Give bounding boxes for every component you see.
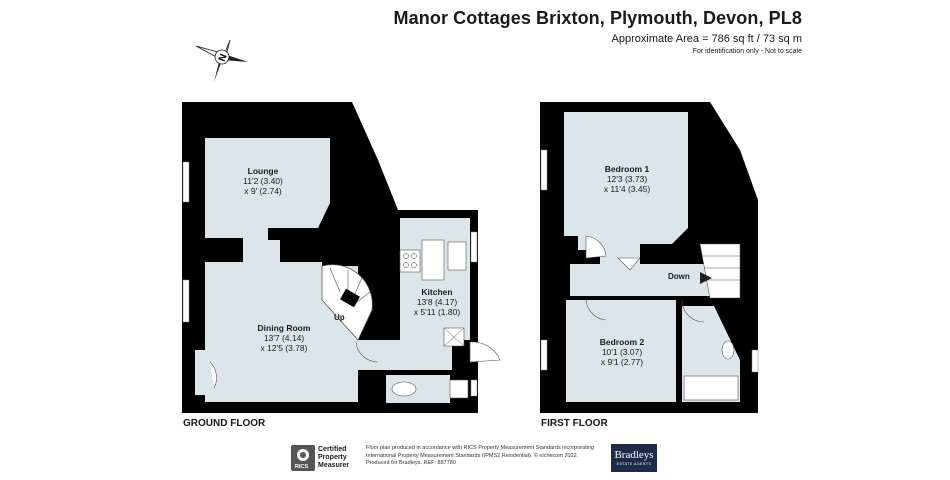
room-dimension: x 11'4 (3.45) [603, 184, 651, 194]
stair-down-label: Down [668, 272, 690, 281]
room-dimension: 10'1 (3.07) [601, 347, 643, 357]
footer-note: Floor plan produced in accordance with R… [366, 445, 594, 468]
room-name: Kitchen [421, 287, 453, 297]
compass-letter: N [217, 53, 230, 64]
room-dimension: x 9'1 (2.77) [600, 357, 644, 367]
room-dimension: 13'7 (4.14) [263, 333, 305, 343]
footer-note-line: International Property Measurement Stand… [366, 452, 579, 459]
room-dimension: x 12'5 (3.78) [260, 343, 308, 353]
stair-up-label: Up [334, 313, 345, 322]
room-dimension: 12'3 (3.73) [606, 174, 648, 184]
room-kitchen: Kitchen 13'8 (4.17) x 5'11 (1.80) [403, 287, 471, 317]
room-name: Dining Room [257, 323, 311, 333]
room-name: Bedroom 2 [599, 337, 645, 347]
room-name: Bedroom 1 [604, 164, 650, 174]
rics-line: Measurer [318, 462, 350, 469]
ground-floor-label: GROUND FLOOR [183, 418, 266, 429]
rics-certification: Certified Property Measurer [318, 446, 349, 470]
room-name: Lounge [247, 166, 279, 176]
page-title: Manor Cottages Brixton, Plymouth, Devon,… [393, 8, 802, 28]
agent-brand-sub: ESTATE AGENTS [616, 462, 652, 466]
room-dimension: x 9' (2.74) [244, 186, 282, 196]
first-floor-plan [540, 102, 759, 413]
first-floor-label: FIRST FLOOR [541, 418, 608, 429]
agent-logo: Bradleys ESTATE AGENTS [611, 444, 657, 472]
agent-brand-name: Bradleys [614, 449, 654, 461]
room-bedroom-1: Bedroom 1 12'3 (3.73) x 11'4 (3.45) [592, 164, 662, 194]
rics-logo-icon: RICS [291, 445, 315, 471]
room-bedroom-2: Bedroom 2 10'1 (3.07) x 9'1 (2.77) [588, 337, 656, 367]
room-dimension: x 5'11 (1.80) [413, 307, 461, 317]
compass-icon [195, 39, 248, 82]
approximate-area: Approximate Area = 786 sq ft / 73 sq m [611, 33, 802, 45]
footer-note-line: Produced for Bradleys. REF: 887780 [366, 460, 456, 466]
room-dimension: 13'8 (4.17) [416, 297, 458, 307]
rics-logo-text: RICS [295, 464, 308, 470]
ground-floor-plan [182, 102, 501, 413]
room-dining-room: Dining Room 13'7 (4.14) x 12'5 (3.78) [244, 323, 324, 353]
scale-note: For identification only - Not to scale [692, 48, 802, 55]
footer-note-line: Floor plan produced in accordance with R… [366, 445, 595, 451]
rics-line: Property [318, 454, 347, 461]
room-lounge: Lounge 11'2 (3.40) x 9' (2.74) [228, 166, 298, 196]
rics-line: Certified [318, 446, 347, 453]
room-dimension: 11'2 (3.40) [243, 176, 283, 186]
